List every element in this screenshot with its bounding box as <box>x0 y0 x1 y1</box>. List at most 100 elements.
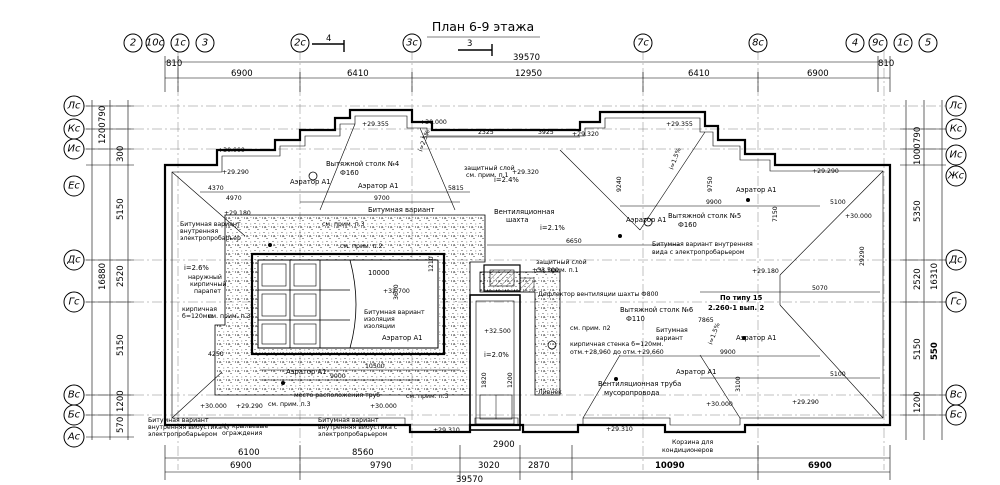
svg-text:изоляции: изоляции <box>364 323 395 330</box>
svg-text:защитный слой: защитный слой <box>536 258 587 266</box>
svg-text:3: 3 <box>202 38 208 49</box>
svg-text:+29.290: +29.290 <box>236 403 263 410</box>
svg-text:+29.180: +29.180 <box>752 268 779 275</box>
axis-bubbles-top: 2с 3с 7с 8с <box>290 33 768 53</box>
plan-title: План 6-9 этажа <box>432 19 534 34</box>
stair-shaft <box>469 264 535 431</box>
svg-text:наружный: наружный <box>188 273 222 281</box>
svg-text:2325: 2325 <box>478 129 494 136</box>
svg-text:1200: 1200 <box>507 372 514 388</box>
svg-text:место расположения труб: место расположения труб <box>294 391 380 399</box>
light-well <box>250 252 446 356</box>
svg-text:защитный слой: защитный слой <box>464 164 515 172</box>
svg-text:39570: 39570 <box>456 475 483 485</box>
svg-text:+29.320: +29.320 <box>512 169 539 176</box>
svg-text:9900: 9900 <box>706 199 722 206</box>
svg-text:3100: 3100 <box>735 376 742 392</box>
svg-text:10500: 10500 <box>365 363 385 370</box>
section-mark-3: 3 <box>458 39 493 56</box>
svg-text:8с: 8с <box>752 38 764 49</box>
svg-text:см. прим. п.3: см. прим. п.3 <box>208 313 251 320</box>
svg-text:3с: 3с <box>406 38 418 49</box>
svg-text:Аэратор А1: Аэратор А1 <box>286 368 326 376</box>
svg-text:+30.000: +30.000 <box>218 147 245 154</box>
svg-text:1200: 1200 <box>913 391 923 413</box>
svg-text:i=1.5%: i=1.5% <box>668 147 682 171</box>
section-mark-4: 4 <box>312 34 345 52</box>
svg-text:Корзина для: Корзина для <box>672 439 713 446</box>
svg-text:2.260-1 вып. 2: 2.260-1 вып. 2 <box>708 304 765 312</box>
svg-text:Аэратор А1: Аэратор А1 <box>676 368 716 376</box>
svg-text:3: 3 <box>467 39 472 49</box>
svg-text:2900: 2900 <box>493 440 515 450</box>
svg-text:7150: 7150 <box>772 206 779 222</box>
svg-text:Ис: Ис <box>950 150 963 161</box>
right-dimensions: 790 1000 5350 2520 5150 1200 16310 550 <box>900 100 946 440</box>
svg-text:+29.180: +29.180 <box>224 210 251 217</box>
svg-text:+30.000: +30.000 <box>370 403 397 410</box>
svg-text:1200: 1200 <box>98 122 108 144</box>
svg-text:Гс: Гс <box>950 297 962 308</box>
svg-text:кирпичная: кирпичная <box>182 306 217 313</box>
svg-text:кондиционеров: кондиционеров <box>662 447 713 454</box>
svg-text:Вс: Вс <box>950 390 963 401</box>
svg-text:5070: 5070 <box>812 285 828 292</box>
svg-text:9700: 9700 <box>374 195 390 202</box>
svg-text:+29.290: +29.290 <box>812 168 839 175</box>
svg-text:электропробарьер: электропробарьер <box>180 234 241 242</box>
svg-text:см. прим. п.1: см. прим. п.1 <box>466 172 509 179</box>
svg-text:см. прим. п.3: см. прим. п.3 <box>322 221 365 228</box>
top-dimensions: 39570 810 810 6900 6410 12950 6410 6900 <box>164 53 894 92</box>
svg-text:29290: 29290 <box>859 246 866 266</box>
svg-text:10000: 10000 <box>368 269 390 277</box>
svg-text:4970: 4970 <box>226 195 242 202</box>
svg-text:16310: 16310 <box>930 263 940 290</box>
svg-text:5100: 5100 <box>830 371 846 378</box>
svg-text:810: 810 <box>166 59 182 69</box>
svg-text:4370: 4370 <box>208 185 224 192</box>
svg-text:790: 790 <box>913 127 923 143</box>
svg-text:Аэратор А1: Аэратор А1 <box>290 178 330 186</box>
svg-text:i=2.1%: i=2.1% <box>540 224 565 232</box>
svg-text:кирпичная стенка б=120мм.: кирпичная стенка б=120мм. <box>570 340 663 348</box>
svg-text:Лс: Лс <box>948 101 963 112</box>
svg-text:Бс: Бс <box>950 410 963 421</box>
svg-text:Битумная вариант: Битумная вариант <box>180 221 241 228</box>
svg-text:см. прим. п.3: см. прим. п.3 <box>406 393 449 400</box>
svg-text:Дс: Дс <box>948 255 963 266</box>
svg-text:9790: 9790 <box>370 461 392 471</box>
axis-bubbles-right: Лс Кс Ис Жс Дс Гс Вс Бс <box>945 95 967 426</box>
svg-text:1210: 1210 <box>428 256 435 272</box>
svg-text:Ку крыльевые: Ку крыльевые <box>222 423 269 430</box>
svg-text:Дс: Дс <box>66 255 81 266</box>
svg-text:16880: 16880 <box>98 263 108 290</box>
svg-text:4: 4 <box>326 34 331 44</box>
svg-text:Вытяжной столк №4: Вытяжной столк №4 <box>326 160 399 168</box>
svg-text:1200: 1200 <box>116 390 126 412</box>
svg-text:2с: 2с <box>294 38 306 49</box>
svg-text:5815: 5815 <box>448 185 464 192</box>
svg-text:+30.000: +30.000 <box>420 119 447 126</box>
exhaust-icons <box>268 171 750 385</box>
svg-text:электропробарьером: электропробарьером <box>148 430 218 438</box>
svg-text:6900: 6900 <box>808 461 832 471</box>
svg-text:Вытяжной столк №5: Вытяжной столк №5 <box>668 212 741 220</box>
svg-text:6900: 6900 <box>807 69 829 79</box>
svg-text:i=2.4%: i=2.4% <box>494 176 519 184</box>
svg-text:7865: 7865 <box>698 317 714 324</box>
axis-bubbles-top-right: 4 9с 1с 5 <box>845 33 938 53</box>
svg-text:5150: 5150 <box>116 198 126 220</box>
svg-text:9900: 9900 <box>720 349 736 356</box>
svg-text:+32.500: +32.500 <box>484 328 511 335</box>
svg-text:5: 5 <box>925 38 931 49</box>
svg-text:300: 300 <box>116 146 126 162</box>
svg-text:570: 570 <box>116 417 126 433</box>
svg-text:вариант: вариант <box>656 335 683 342</box>
svg-text:39570: 39570 <box>513 53 540 63</box>
svg-text:внутренняя: внутренняя <box>180 228 219 235</box>
svg-text:10с: 10с <box>146 38 165 49</box>
svg-text:6410: 6410 <box>347 69 369 79</box>
svg-text:6900: 6900 <box>231 69 253 79</box>
svg-text:+29.355: +29.355 <box>362 121 389 128</box>
